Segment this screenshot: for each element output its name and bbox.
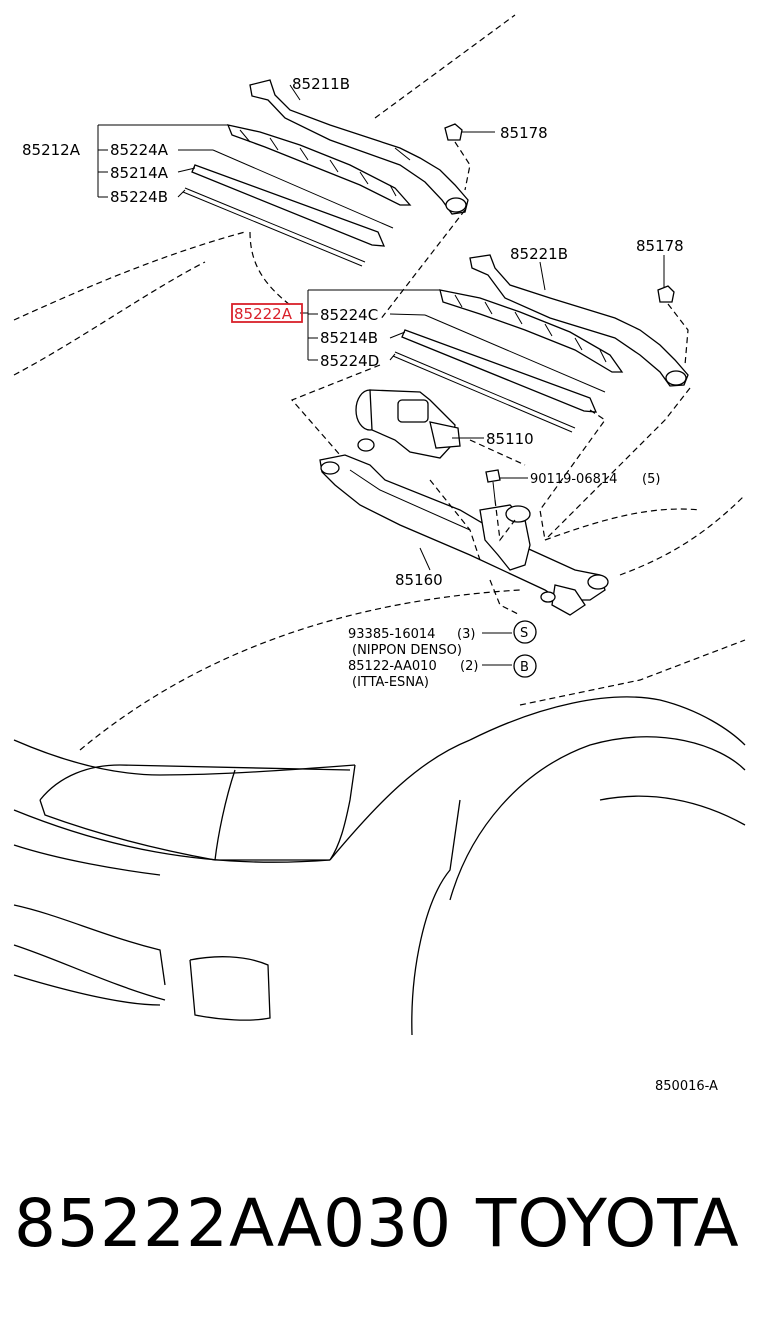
label-85222a[interactable]: 85222A <box>234 305 293 323</box>
bolt-90119 <box>485 469 501 501</box>
label-85160: 85160 <box>395 571 443 589</box>
wiper-motor-85110 <box>355 389 461 459</box>
label-85212a: 85212A <box>22 141 81 159</box>
label-93385: 93385-16014 <box>348 627 435 642</box>
wiper-arm-85221b <box>469 254 689 387</box>
label-85122: 85122-AA010 <box>348 659 437 674</box>
label-85221b: 85221B <box>510 245 568 263</box>
label-90119: 90119-06814 <box>530 472 617 487</box>
label-itta-esna: (ITTA-ESNA) <box>352 675 429 690</box>
diagram-code: 850016-A <box>655 1079 718 1094</box>
rubber-85224b <box>182 187 366 267</box>
car-body <box>13 696 746 1036</box>
highlight-box-85222a <box>231 303 303 323</box>
label-93385-qty: (3) <box>457 627 475 642</box>
label-85224a: 85224A <box>110 141 169 159</box>
marker-s-circle <box>513 620 537 644</box>
label-85214a: 85214A <box>110 164 169 182</box>
label-90119-qty: (5) <box>642 472 660 487</box>
footer: 85222AA030 TOYOTA <box>0 1185 760 1295</box>
rubber-85224c <box>424 314 606 393</box>
marker-s: S <box>520 626 528 641</box>
label-85224d: 85224D <box>320 352 379 370</box>
body-outlines <box>13 14 746 751</box>
label-85110: 85110 <box>486 430 534 448</box>
rubber-85214b <box>401 329 598 413</box>
wiper-blade-85212a <box>226 124 412 206</box>
rubber-85214a <box>191 164 386 247</box>
wiper-arm-85211b <box>249 79 469 215</box>
label-nippon-denso: (NIPPON DENSO) <box>352 643 462 658</box>
label-85211b: 85211B <box>292 75 350 93</box>
marker-b: B <box>520 660 529 675</box>
marker-b-circle <box>513 654 537 678</box>
dashed-guides <box>290 209 691 616</box>
label-85224c: 85224C <box>320 306 378 324</box>
label-85224b: 85224B <box>110 188 168 206</box>
part-number: 85222AA030 <box>14 1185 453 1262</box>
leader-lines <box>97 84 665 666</box>
wiper-blade-85222a <box>439 289 624 373</box>
cap-85178-right <box>657 285 689 366</box>
label-85122-qty: (2) <box>460 659 478 674</box>
wiper-linkage-85160 <box>319 454 609 616</box>
label-85214b: 85214B <box>320 329 378 347</box>
rubber-85224a <box>212 149 394 229</box>
cap-85178-top <box>444 123 471 191</box>
brand-name: TOYOTA <box>476 1185 740 1262</box>
part-labels: 85211B 85178 85212A 85224A 85214A 85224B… <box>22 75 718 1094</box>
label-85178-right: 85178 <box>636 237 684 255</box>
label-85178-top: 85178 <box>500 124 548 142</box>
wiper-parts-diagram: 85211B 85178 85212A 85224A 85214A 85224B… <box>13 14 746 1094</box>
rubber-85224d <box>392 351 576 433</box>
